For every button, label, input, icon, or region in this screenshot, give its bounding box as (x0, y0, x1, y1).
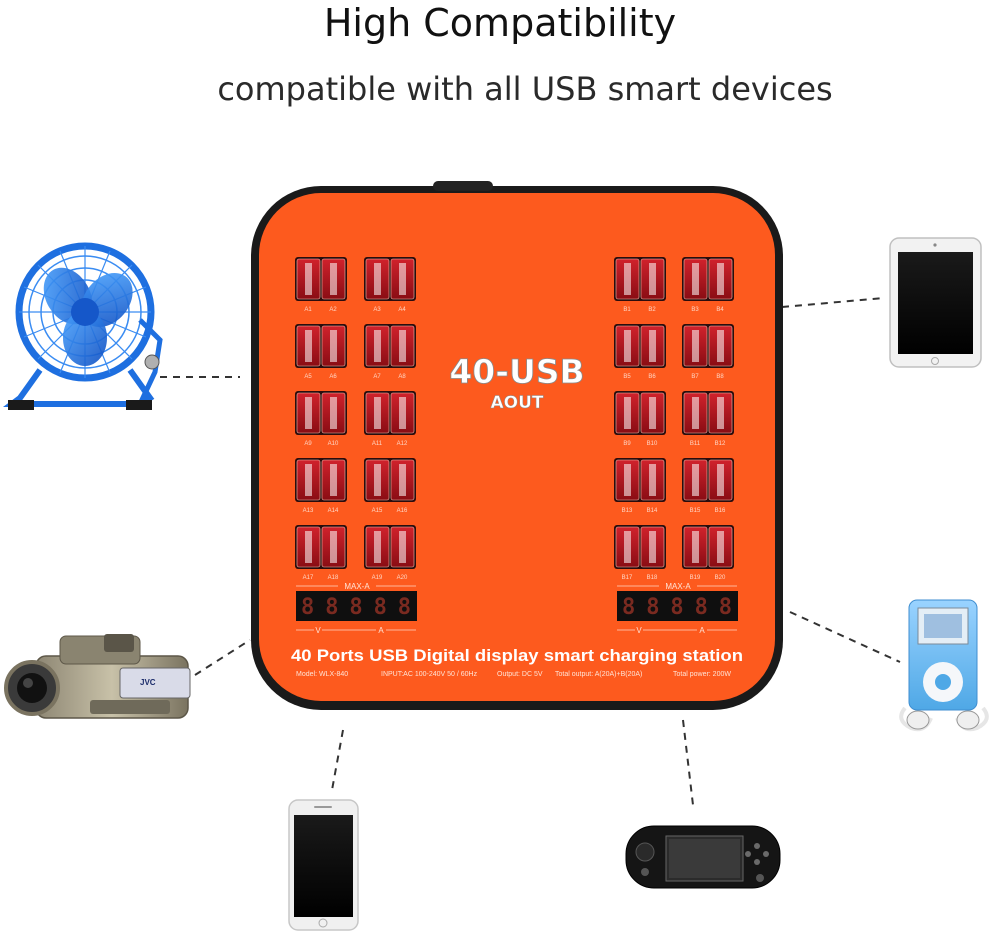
port-label: B20 (715, 575, 726, 581)
port-label: B7 (691, 374, 699, 380)
port-label: B6 (648, 374, 656, 380)
usb-port-pair (364, 525, 416, 569)
port-label: B2 (648, 307, 656, 313)
connector-lines (160, 297, 901, 806)
port-label: A12 (397, 441, 408, 447)
port-label: B10 (647, 441, 658, 447)
port-label: A18 (328, 575, 339, 581)
port-label: A8 (398, 374, 406, 380)
usb-port-pair (295, 324, 347, 368)
usb-port-pair (295, 525, 347, 569)
port-label: A14 (328, 508, 339, 514)
max-label-left: MAX-A (344, 582, 370, 591)
port-label: A1 (304, 307, 312, 313)
port-label: A17 (303, 575, 314, 581)
v-label-left: V (315, 626, 321, 635)
usb-port-pair (295, 458, 347, 502)
port-label: B15 (690, 508, 701, 514)
media-player-image (899, 599, 989, 732)
port-label: A16 (397, 508, 408, 514)
connector-camcorder (194, 639, 251, 676)
port-label: A13 (303, 508, 314, 514)
port-label: B4 (716, 307, 724, 313)
usb-port-pair (364, 324, 416, 368)
usb-port-pair (614, 458, 666, 502)
usb-port-pair (295, 391, 347, 435)
usb-port-pair (364, 391, 416, 435)
port-label: A4 (398, 307, 406, 313)
usb-port-pair (614, 324, 666, 368)
display-left (296, 591, 417, 621)
display-right (617, 591, 738, 621)
port-label: A7 (373, 374, 381, 380)
usb-port-pair (614, 257, 666, 301)
usb-port-pair (614, 525, 666, 569)
usb-port-pair (682, 391, 734, 435)
usb-port-pair (682, 458, 734, 502)
max-label-right: MAX-A (665, 582, 691, 591)
page-subtitle: compatible with all USB smart devices (217, 70, 833, 108)
handheld-console-image (625, 825, 781, 889)
port-label: A11 (372, 441, 383, 447)
hub-product-title: 40 Ports USB Digital display smart charg… (291, 646, 743, 665)
port-label: B5 (623, 374, 631, 380)
a-label-left: A (378, 626, 384, 635)
connector-phone (331, 729, 344, 791)
port-label: B18 (647, 575, 658, 581)
usb-port-pair (682, 324, 734, 368)
port-label: A3 (373, 307, 381, 313)
port-label: B13 (622, 508, 633, 514)
usb-port-pair (364, 257, 416, 301)
page-title: High Compatibility (323, 1, 677, 45)
port-label: A10 (328, 441, 339, 447)
port-label: B14 (647, 508, 658, 514)
port-label: B3 (691, 307, 699, 313)
spec-output: Output: DC 5V (497, 671, 543, 678)
port-label: B16 (715, 508, 726, 514)
port-label: B17 (622, 575, 633, 581)
port-label: A9 (304, 441, 312, 447)
spec-input: INPUT:AC 100-240V 50 / 60Hz (381, 671, 478, 678)
a-label-right: A (699, 626, 705, 635)
spec-model: Model: WLX-840 (296, 671, 348, 678)
usb-port-pair (682, 257, 734, 301)
smartphone-image (288, 799, 359, 931)
camcorder-image: JVC (4, 634, 191, 719)
port-label: A5 (304, 374, 312, 380)
v-label-right: V (636, 626, 642, 635)
port-label: B9 (623, 441, 631, 447)
hub-main-label: 40-USB (449, 352, 584, 391)
connector-psp (682, 719, 694, 806)
spec-power: Total power: 200W (673, 671, 731, 678)
connector-ipod (789, 611, 901, 663)
port-label: B11 (690, 441, 701, 447)
connector-tablet (781, 297, 885, 308)
port-label: B19 (690, 575, 701, 581)
port-label: A2 (329, 307, 337, 313)
port-label: A19 (372, 575, 383, 581)
hub-sub-label: AOUT (490, 393, 543, 413)
port-label: B12 (715, 441, 726, 447)
port-label: A20 (397, 575, 408, 581)
port-label: A6 (329, 374, 337, 380)
spec-total-output: Total output: A(20A)+B(20A) (555, 671, 642, 678)
camcorder-brand: JVC (140, 678, 156, 687)
tablet-image (889, 237, 982, 368)
usb-port-pair (364, 458, 416, 502)
usb-port-pair (295, 257, 347, 301)
port-label: B1 (623, 307, 631, 313)
port-label: B8 (716, 374, 724, 380)
usb-port-pair (614, 391, 666, 435)
desk-fan-image (3, 242, 163, 410)
usb-port-pair (682, 525, 734, 569)
port-label: A15 (372, 508, 383, 514)
